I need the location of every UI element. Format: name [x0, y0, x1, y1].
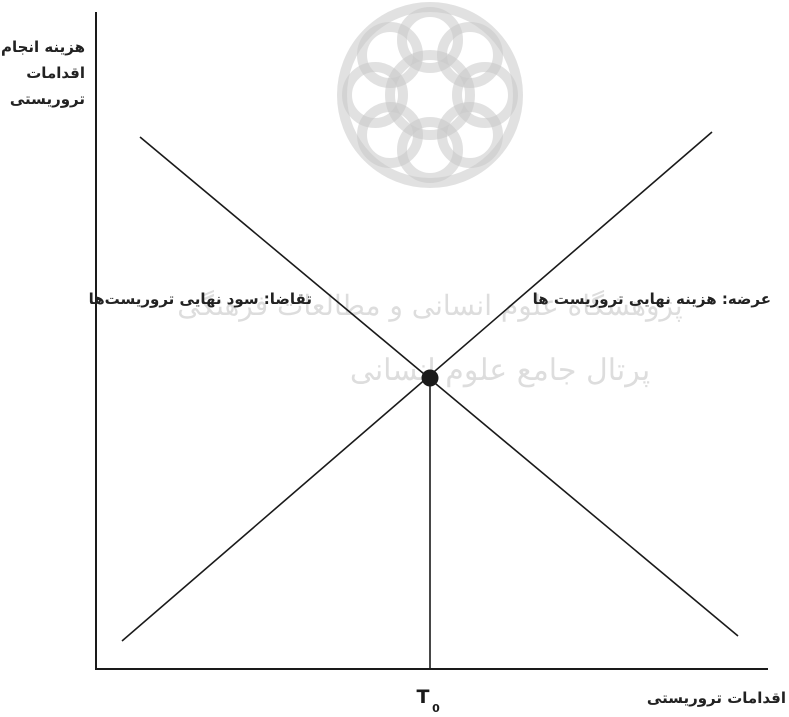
- y-axis-label-line1: هزینه انجام: [1, 38, 85, 56]
- t-label: T: [417, 686, 430, 708]
- equilibrium-point: [422, 370, 439, 387]
- watermark-logo: [342, 7, 518, 183]
- y-axis-label-line3: تروریستی: [10, 90, 85, 108]
- watermark-text-line2: پرتال جامع علوم انسانی: [350, 353, 650, 388]
- equilibrium-quantity-label: T 0: [417, 686, 441, 715]
- y-axis-label-line2: اقدامات: [26, 64, 85, 82]
- demand-label: تقاضا: سود نهایی تروریست‌ها: [89, 290, 312, 308]
- x-axis-label: اقدامات تروریستی: [647, 689, 786, 707]
- t-subscript: 0: [432, 702, 440, 715]
- supply-label: عرضه: هزینه نهایی تروریست ها: [533, 290, 771, 308]
